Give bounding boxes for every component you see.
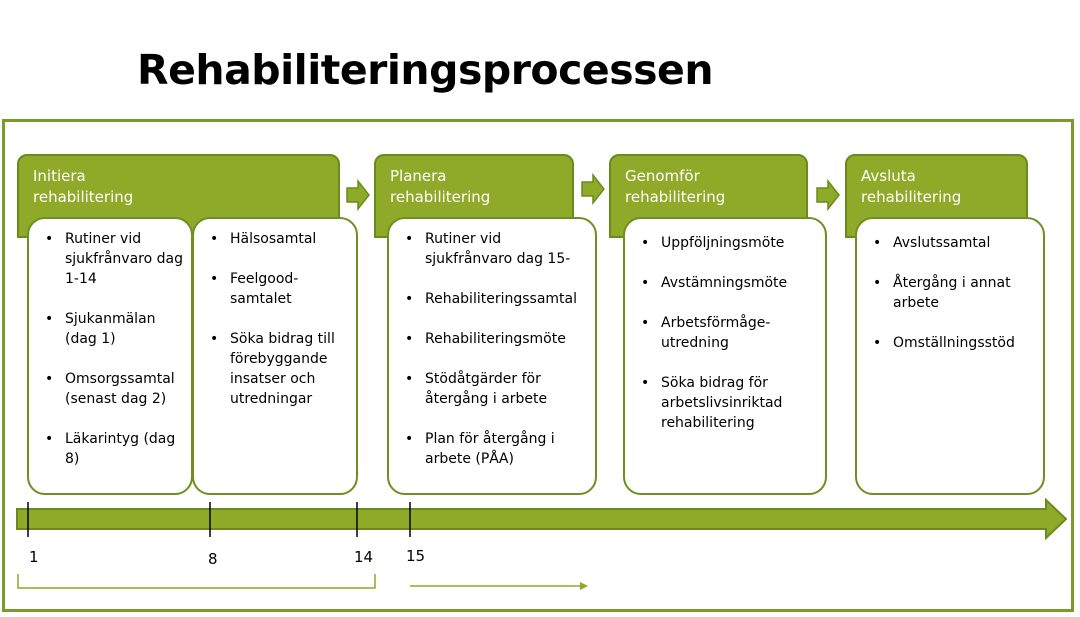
list-item: Hälsosamtal [202,229,348,249]
list-item: Rehabiliteringssamtal [397,289,587,309]
list-item: Omställningsstöd [865,333,1035,353]
box-avsluta: Avslutssamtal Återgång i annat arbete Om… [855,217,1045,495]
timeline-label-14: 14 [354,548,374,566]
phase-avsluta-line2: rehabilitering [861,188,962,206]
box-genomfor: Uppföljningsmöte Avstämningsmöte Arbetsf… [623,217,827,495]
list-item: Plan för återgång i arbete (PÅA) [397,429,587,469]
list-item: Uppföljningsmöte [633,233,817,253]
list-item: Omsorgssamtal (senast dag 2) [37,369,183,409]
list-item: Stödåtgärder för återgång i arbete [397,369,587,409]
phase-arrow-1 [346,178,370,212]
list-item: Avslutssamtal [865,233,1035,253]
box-planera: Rutiner vid sjukfrånvaro dag 15- Rehabil… [387,217,597,495]
list-item: Arbetsförmåge-utredning [633,313,817,353]
list-item: Söka bidrag för arbetslivsinriktad rehab… [633,373,817,433]
list-item: Rutiner vid sjukfrånvaro dag 1-14 [37,229,183,289]
list-item: Läkarintyg (dag 8) [37,429,183,469]
timeline-bracket [17,574,376,589]
timeline-label-8: 8 [208,550,218,568]
phase-initiera-line1: Initiera [33,167,86,185]
box-initiera-routines: Rutiner vid sjukfrånvaro dag 1-14 Sjukan… [27,217,193,495]
box-initiera-health: Hälsosamtal Feelgood-samtalet Söka bidra… [192,217,358,495]
timeline-label-1: 1 [29,548,39,566]
phase-avsluta-line1: Avsluta [861,167,916,185]
list-item: Avstämningsmöte [633,273,817,293]
phase-genomfor-line2: rehabilitering [625,188,726,206]
phase-initiera-line2: rehabilitering [33,188,134,206]
phase-arrow-3 [816,178,840,212]
page-title: Rehabiliteringsprocessen [137,46,714,94]
phase-planera-line1: Planera [390,167,447,185]
list-item: Söka bidrag till förebyggande insatser o… [202,329,348,409]
list-item: Sjukanmälan (dag 1) [37,309,183,349]
phase-planera-line2: rehabilitering [390,188,491,206]
list-item: Återgång i annat arbete [865,273,1035,313]
list-item: Feelgood-samtalet [202,269,348,309]
phase-genomfor-line1: Genomför [625,167,700,185]
timeline-arrow [16,497,1068,541]
timeline-continue-arrowhead [580,582,588,590]
timeline-label-15: 15 [406,547,426,565]
process-frame [2,119,1074,612]
phase-arrow-2 [581,172,605,206]
list-item: Rehabiliteringsmöte [397,329,587,349]
list-item: Rutiner vid sjukfrånvaro dag 15- [397,229,587,269]
